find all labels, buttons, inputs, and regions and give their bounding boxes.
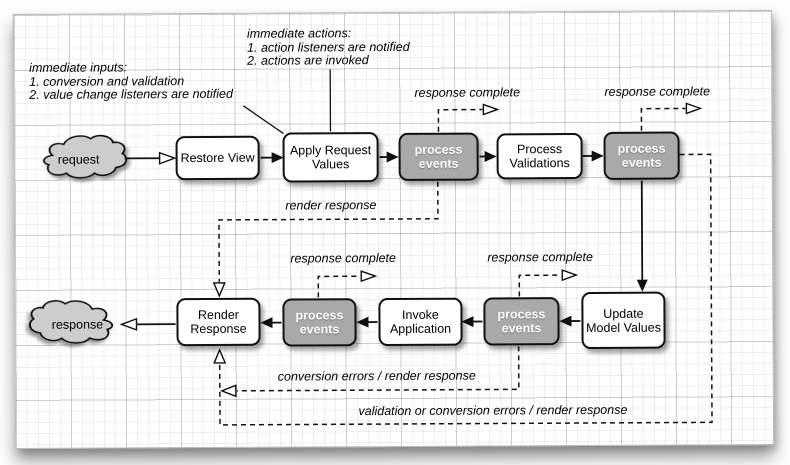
arrowhead-validation-errors-path (213, 348, 227, 364)
arrowhead-response-complete-4 (561, 269, 579, 282)
response-cloud-label: response (51, 317, 104, 332)
arrowhead-validations-to-pe2 (591, 150, 604, 162)
diagram-overlay: request response Restore View Apply Requ… (13, 10, 774, 449)
arrowhead-update-to-pe4 (559, 315, 572, 327)
arrowhead-pe2-to-update (636, 279, 648, 292)
arrowhead-invoke-to-pe3 (356, 316, 369, 328)
label-response-complete-3: response complete (290, 250, 396, 266)
path-response-complete-4 (518, 274, 562, 297)
label-validation-errors: validation or conversion errors / render… (358, 402, 628, 419)
label-render-response: render response (285, 198, 377, 213)
label-conversion-errors: conversion errors / render response (277, 368, 476, 384)
solid-connectors (124, 69, 644, 326)
annotation-immediate-inputs-item2: 2. value change listeners are notified (29, 86, 233, 102)
arrowhead-request-to-restore (158, 151, 177, 165)
arrowhead-render-response-path (212, 282, 226, 298)
annotation-immediate-inputs: immediate inputs: 1. conversion and vali… (29, 60, 233, 103)
arrowhead-conversion-errors-path (219, 384, 237, 398)
arrowhead-response-complete-1 (482, 103, 500, 116)
filled-arrowheads (260, 150, 648, 329)
dashed-connectors (218, 107, 713, 426)
open-arrowheads (119, 102, 703, 398)
graph-paper-page: request response Restore View Apply Requ… (12, 10, 775, 449)
arrowhead-pe4-to-invoke (461, 316, 474, 328)
node-restore-view: Restore View (175, 135, 260, 181)
arrowhead-render-to-response (119, 317, 138, 331)
annotation-immediate-actions-item2: 2. actions are invoked (247, 53, 369, 68)
path-response-complete-3 (317, 275, 361, 298)
node-apply-request-values: Apply Request Values (282, 132, 379, 183)
connector-layer (28, 69, 713, 426)
node-process-events-3: process events (282, 298, 357, 347)
path-response-complete-2 (640, 107, 686, 131)
arrowhead-response-complete-2 (685, 102, 703, 115)
label-response-complete-1: response complete (414, 85, 521, 100)
arrowhead-response-complete-3 (360, 270, 378, 283)
node-process-events-4: process events (483, 297, 560, 346)
arrowhead-pe3-to-render (260, 317, 273, 329)
node-update-model-values: Update Model Values (581, 291, 666, 350)
arrow-pe2-to-update-line (640, 180, 644, 281)
node-process-events-2: process events (603, 131, 680, 180)
path-render-response (218, 181, 439, 282)
annotation-immediate-inputs-title: immediate inputs: (29, 60, 128, 75)
node-invoke-application: Invoke Application (378, 297, 463, 347)
node-render-response: Render Response (176, 297, 261, 347)
arrowhead-apply-to-pe1 (386, 151, 399, 163)
path-validation-errors (218, 153, 713, 426)
label-response-complete-2: response complete (604, 84, 711, 99)
node-process-events-1: process events (398, 132, 479, 181)
request-cloud-label: request (57, 152, 100, 167)
path-response-complete-1 (437, 108, 483, 132)
pointer-immediate-inputs (242, 105, 284, 135)
annotation-immediate-actions: immediate actions: 1. action listeners a… (247, 26, 410, 68)
label-response-complete-4: response complete (487, 249, 593, 265)
arrowhead-restore-to-apply (271, 152, 284, 164)
node-process-validations: Process Validations (496, 133, 583, 180)
arrowhead-pe1-to-validations (484, 151, 497, 163)
